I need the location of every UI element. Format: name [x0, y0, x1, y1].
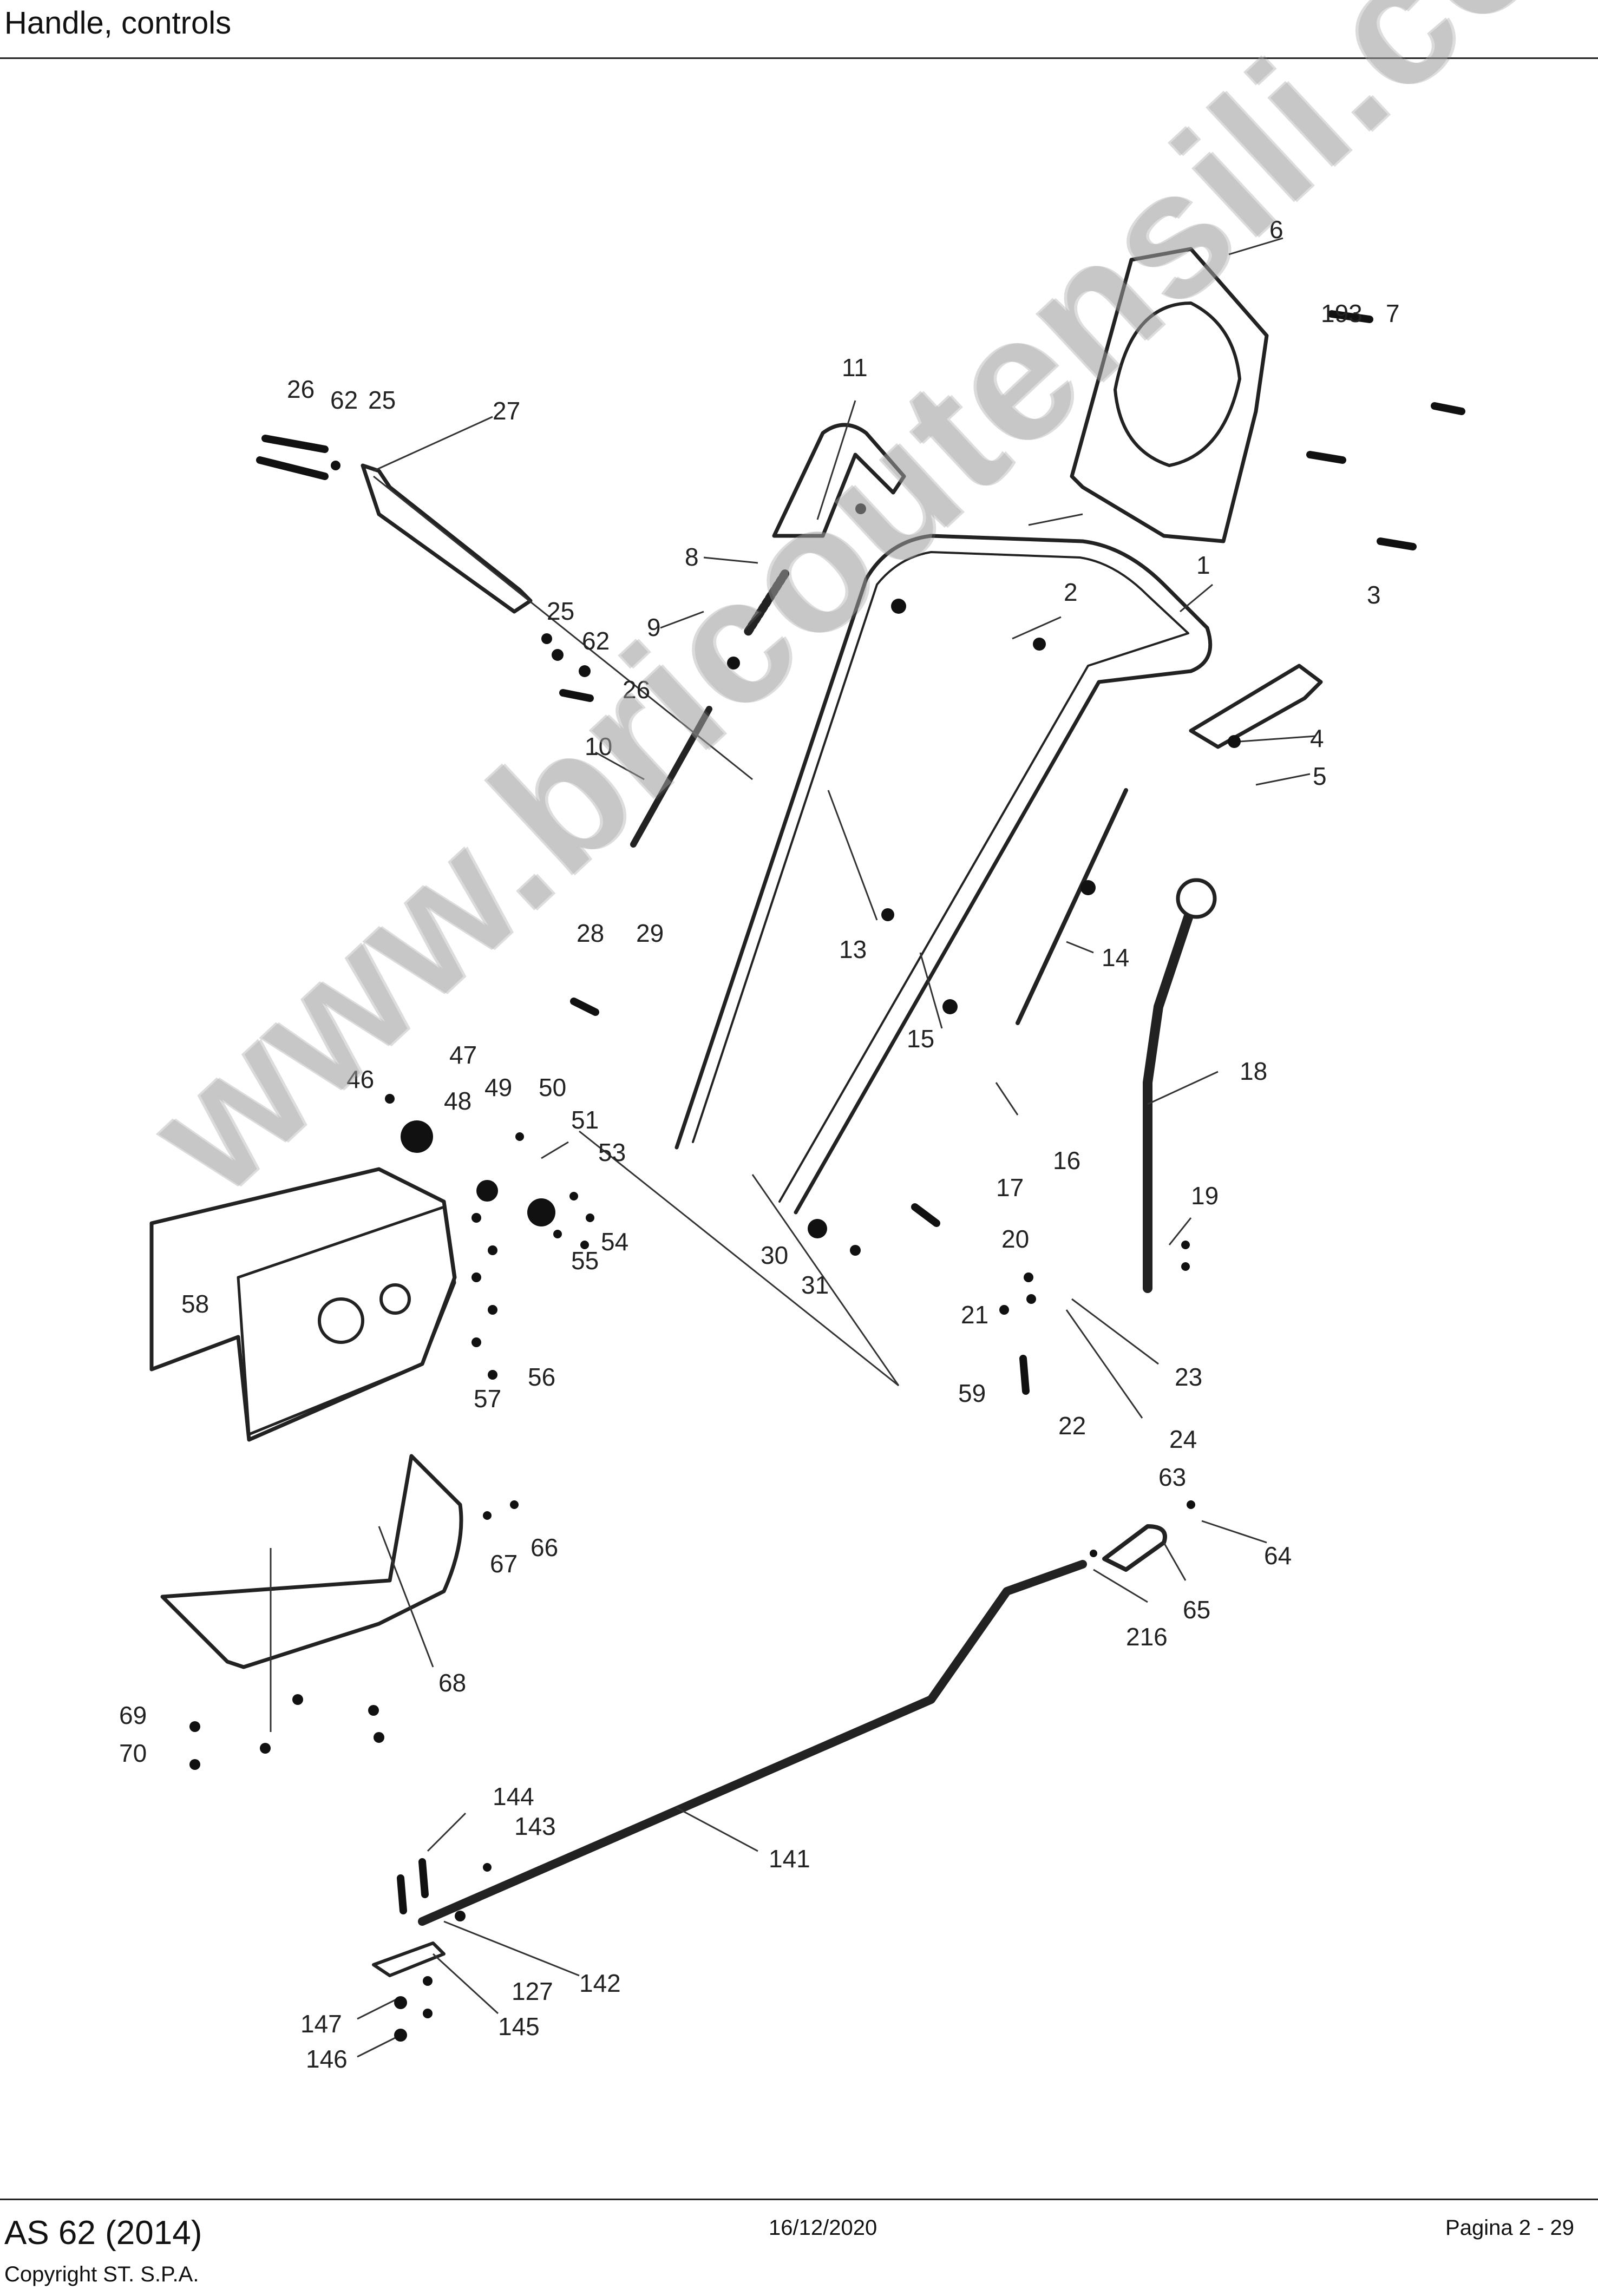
- callout-59: 59: [958, 1379, 986, 1407]
- callout-10: 10: [585, 732, 612, 760]
- grip-65: [1102, 1524, 1167, 1572]
- control-box: [1070, 247, 1269, 543]
- callout-54: 54: [601, 1228, 628, 1256]
- callout-25-b: 25: [547, 597, 574, 625]
- callout-56: 56: [528, 1363, 555, 1391]
- callout-66: 66: [531, 1533, 558, 1562]
- callout-6: 6: [1269, 215, 1283, 244]
- callout-143: 143: [514, 1812, 556, 1840]
- callout-26-b: 26: [623, 675, 650, 704]
- rod-141: [418, 1560, 1087, 1926]
- callout-7: 7: [1386, 299, 1400, 327]
- callout-15: 15: [907, 1025, 934, 1053]
- callout-53: 53: [598, 1138, 626, 1166]
- callout-19: 19: [1191, 1182, 1219, 1210]
- callout-5: 5: [1313, 762, 1327, 790]
- callout-146: 146: [306, 2045, 348, 2073]
- callout-47: 47: [449, 1041, 477, 1069]
- callout-28: 28: [577, 919, 604, 947]
- callout-48: 48: [444, 1087, 471, 1115]
- callout-65: 65: [1183, 1596, 1210, 1624]
- shield-68: [160, 1454, 463, 1669]
- callout-29: 29: [636, 919, 664, 947]
- callout-145: 145: [498, 2012, 540, 2041]
- callout-9: 9: [647, 613, 661, 641]
- handle-tube: [674, 534, 1213, 1215]
- page-title: Handle, controls: [4, 5, 232, 41]
- gear-lever: [1143, 904, 1196, 1293]
- callout-127: 127: [512, 1977, 553, 2005]
- callout-63: 63: [1158, 1463, 1186, 1491]
- callout-62-b: 62: [582, 627, 610, 655]
- header-divider: [0, 57, 1598, 59]
- callout-20: 20: [1001, 1225, 1029, 1253]
- callout-58: 58: [181, 1290, 209, 1318]
- callout-70: 70: [119, 1739, 147, 1767]
- callout-69: 69: [119, 1701, 147, 1729]
- callout-26-a: 26: [287, 375, 315, 403]
- callout-11: 11: [842, 353, 868, 382]
- lever-11: [772, 423, 906, 538]
- callout-13: 13: [839, 935, 867, 963]
- bracket-27: [361, 463, 533, 614]
- callout-30: 30: [761, 1241, 788, 1269]
- footer-copyright: Copyright ST. S.P.A.: [4, 2262, 199, 2286]
- callout-46: 46: [346, 1065, 374, 1093]
- callout-4: 4: [1310, 724, 1324, 752]
- callout-1: 1: [1196, 551, 1210, 579]
- callout-24: 24: [1169, 1425, 1197, 1453]
- bracket-145: [372, 1941, 446, 1977]
- footer-divider: [0, 2199, 1598, 2200]
- callout-17: 17: [996, 1173, 1024, 1202]
- callout-22: 22: [1058, 1412, 1086, 1440]
- callout-49: 49: [484, 1073, 512, 1101]
- footer-model: AS 62 (2014): [4, 2214, 202, 2252]
- callout-68: 68: [438, 1669, 466, 1697]
- callout-57: 57: [474, 1385, 501, 1413]
- callout-2: 2: [1064, 578, 1078, 606]
- callout-144: 144: [493, 1782, 534, 1810]
- callout-14: 14: [1102, 943, 1129, 972]
- callout-3: 3: [1367, 581, 1381, 609]
- callout-50: 50: [539, 1073, 566, 1101]
- callout-142: 142: [579, 1969, 621, 1997]
- callout-67: 67: [490, 1550, 518, 1578]
- footer-page-number: Pagina 2 - 29: [1445, 2216, 1574, 2240]
- callout-193: 193: [1321, 299, 1363, 327]
- footer-date: 16/12/2020: [769, 2216, 877, 2240]
- callout-8: 8: [685, 543, 699, 571]
- callout-31: 31: [801, 1271, 829, 1299]
- lever-3: [1189, 664, 1323, 749]
- callout-16: 16: [1053, 1146, 1080, 1175]
- callout-23: 23: [1175, 1363, 1202, 1391]
- handle-tube-inner: [692, 551, 1189, 1203]
- callout-51: 51: [571, 1106, 599, 1134]
- callout-55: 55: [571, 1247, 599, 1275]
- callout-62-a: 62: [330, 386, 358, 414]
- callout-25-a: 25: [368, 386, 396, 414]
- callout-27: 27: [493, 397, 520, 425]
- callout-21: 21: [961, 1301, 988, 1329]
- callout-18: 18: [1240, 1057, 1267, 1085]
- callout-141: 141: [769, 1845, 810, 1873]
- callout-216: 216: [1126, 1623, 1168, 1651]
- callout-147: 147: [300, 2010, 342, 2038]
- callout-64: 64: [1264, 1541, 1292, 1570]
